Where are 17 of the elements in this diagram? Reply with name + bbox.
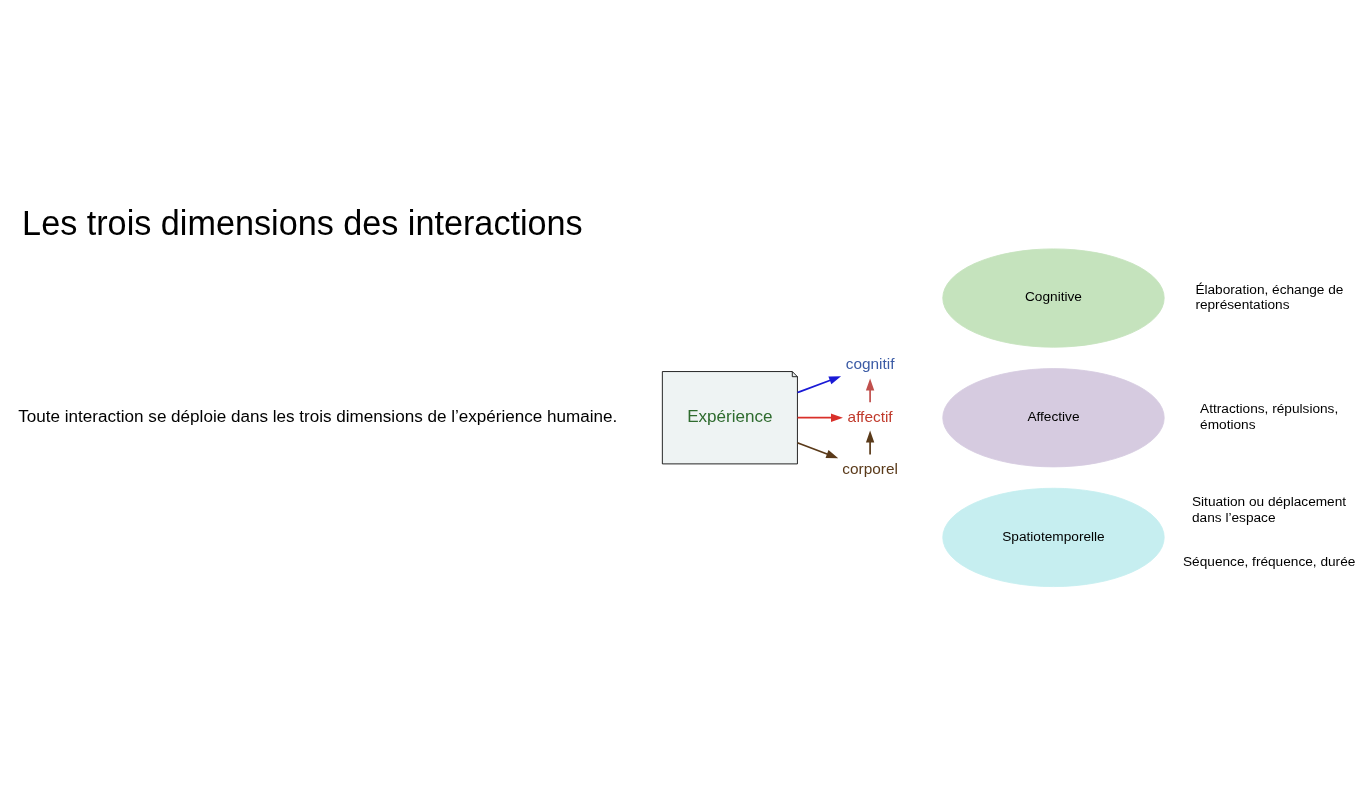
label: Toute interaction se déploie dans les trois dimensions de l’expérience humaine. — [18, 406, 618, 426]
node-label: Élaboration, échange de représentations — [1195, 281, 1344, 312]
diagram-title: Les trois dimensions des interactions — [22, 203, 583, 242]
node-text: cognitif — [845, 354, 895, 372]
arrow — [796, 441, 839, 458]
node-text: affectif — [847, 406, 893, 424]
node-ellipse: Affective — [942, 367, 1165, 467]
node-label: Séquence, fréquence, durée — [1183, 553, 1356, 569]
node-ellipse: Spatiotemporelle — [942, 487, 1165, 587]
node-ellipse: Cognitive — [942, 247, 1165, 348]
node-text: corporel — [842, 459, 898, 477]
arrow — [796, 375, 842, 393]
arrow — [865, 430, 875, 455]
arrow — [796, 413, 843, 422]
node-label: Situation ou déplacement dans l’espace — [1191, 493, 1347, 525]
node-label: Attractions, répulsions, émotions — [1200, 400, 1339, 432]
arrow — [865, 377, 875, 403]
